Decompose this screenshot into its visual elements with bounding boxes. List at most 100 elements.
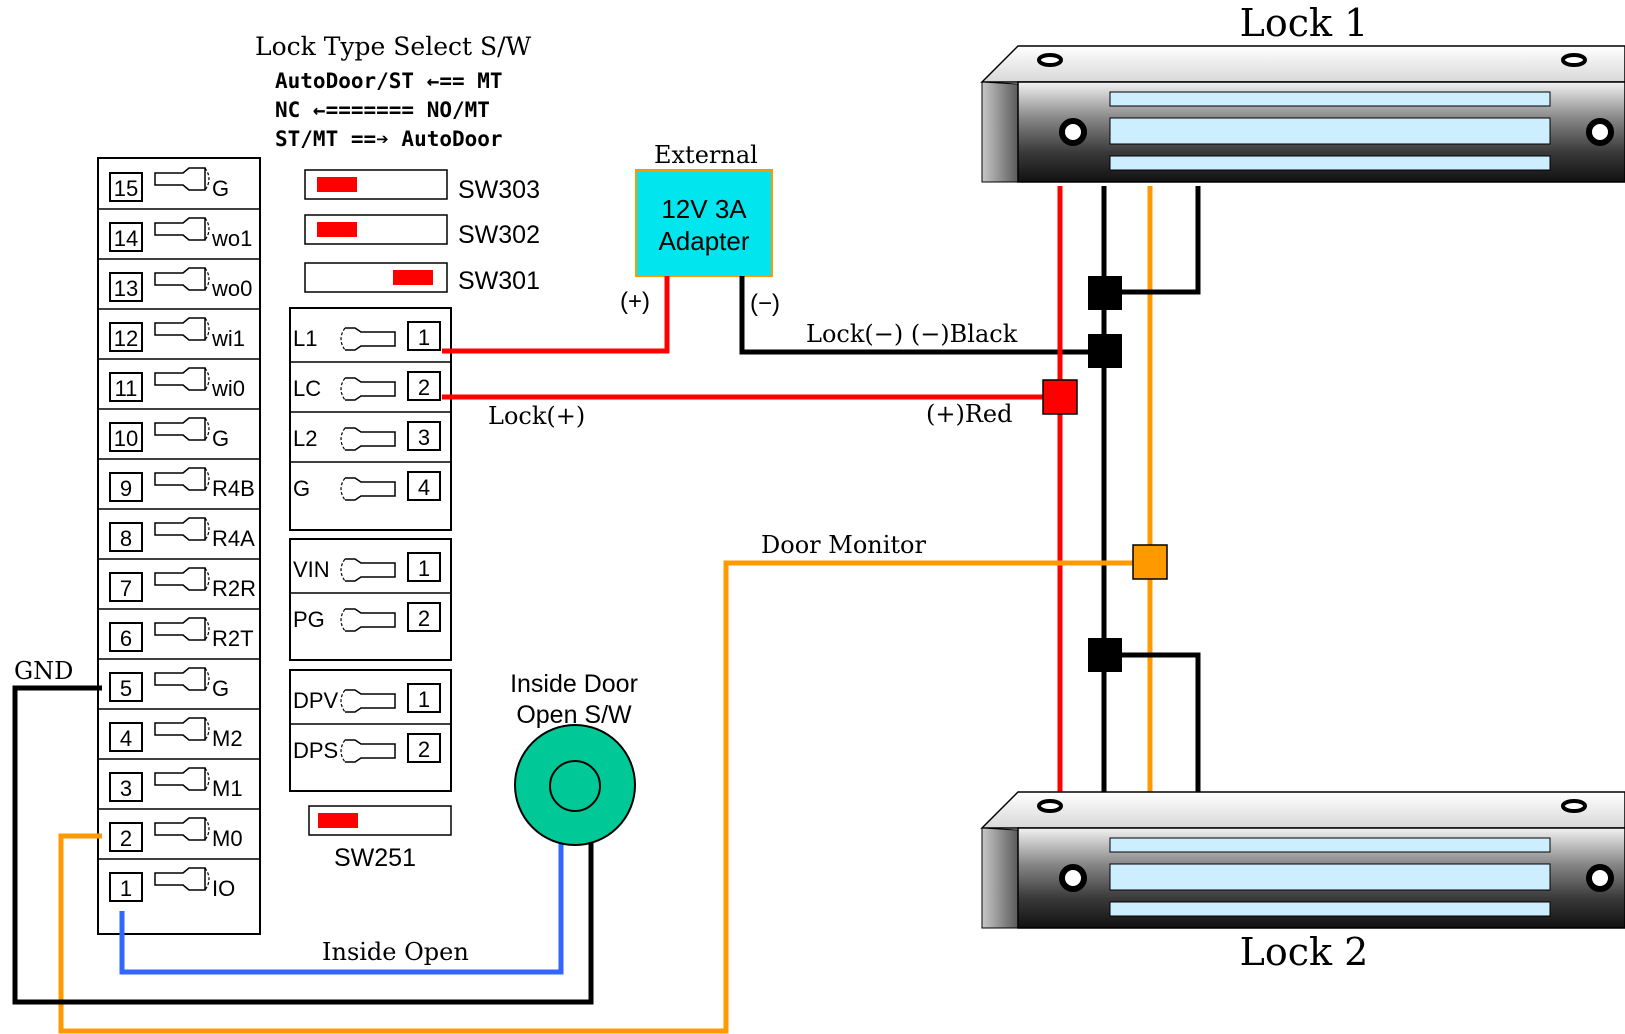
lock-glass-strip xyxy=(1109,91,1551,107)
terminal-label: L1 xyxy=(293,326,317,351)
left-terminal-socket[interactable] xyxy=(154,167,210,191)
terminal-number-box xyxy=(407,683,441,713)
left-terminal-number: 11 xyxy=(115,376,138,401)
wire-black-return-lock1 xyxy=(1104,186,1201,295)
left-terminal-socket[interactable] xyxy=(154,267,210,291)
left-terminal-socket[interactable] xyxy=(154,617,210,641)
left-terminal-row: 7 R2R xyxy=(109,567,256,602)
terminal-number: 1 xyxy=(418,687,430,712)
terminal-label: DPS xyxy=(293,738,338,763)
inside-switch-button[interactable] xyxy=(549,760,601,812)
left-terminal-socket[interactable] xyxy=(154,467,210,491)
lock-top-face xyxy=(980,45,1625,83)
lock-type-select: Lock Type Select S/W AutoDoor/ST ←== MT … xyxy=(255,32,532,151)
sw302-body[interactable] xyxy=(304,214,448,245)
wire-adapter-minus xyxy=(739,276,1102,355)
terminal-socket[interactable] xyxy=(340,608,396,632)
terminal-number-box xyxy=(407,321,441,351)
left-terminal-label: R2T xyxy=(212,626,254,651)
lock-screw-top-left xyxy=(1037,53,1063,67)
terminal-number-box xyxy=(407,733,441,763)
left-terminal-label: R4B xyxy=(212,476,255,501)
lock-screw-front-right xyxy=(1586,118,1614,146)
terminal-socket[interactable] xyxy=(340,558,396,582)
left-terminal-socket[interactable] xyxy=(154,417,210,441)
left-terminal-number-box xyxy=(109,322,143,352)
sw251-knob xyxy=(318,813,358,828)
left-terminal-number: 6 xyxy=(120,626,132,651)
left-terminal-number-box xyxy=(109,472,143,502)
left-terminal-number-box xyxy=(109,272,143,302)
left-terminal-number-box xyxy=(109,522,143,552)
left-terminal-number: 2 xyxy=(120,826,132,851)
sw301-label: SW301 xyxy=(458,267,540,295)
lock-glass-strip xyxy=(1109,155,1551,171)
terminal-socket[interactable] xyxy=(340,477,396,501)
junction-black-1 xyxy=(1088,276,1122,310)
adapter-minus-label: (−) xyxy=(750,290,780,317)
left-terminal-number: 15 xyxy=(114,176,138,201)
left-terminal-label: wo0 xyxy=(211,276,252,301)
lock-type-line-1: AutoDoor/ST ←== MT xyxy=(275,69,503,93)
lock-screw-front-left xyxy=(1059,864,1087,892)
terminal-number-box xyxy=(407,552,441,582)
sw302-knob xyxy=(317,222,357,237)
left-terminal-socket[interactable] xyxy=(154,517,210,541)
left-terminal-label: G xyxy=(212,426,229,451)
terminal-number: 2 xyxy=(418,375,430,400)
inside-switch-body[interactable] xyxy=(514,724,636,846)
left-terminal-number: 8 xyxy=(120,526,132,551)
left-terminal-number-box xyxy=(109,772,143,802)
terminal-number: 4 xyxy=(418,475,430,500)
left-terminal-number: 7 xyxy=(120,576,132,601)
left-terminal-socket[interactable] xyxy=(154,817,210,841)
adapter-header: External xyxy=(654,141,758,169)
external-adapter: External 12V 3A Adapter (+) (−) xyxy=(620,141,780,317)
left-terminal-row: 1 IO xyxy=(109,867,235,902)
inside-switch-line-1: Inside Door xyxy=(510,670,638,698)
lock-side-face xyxy=(981,81,1019,183)
left-terminal-socket[interactable] xyxy=(154,367,210,391)
left-terminal-socket[interactable] xyxy=(154,567,210,591)
left-terminal-number: 1 xyxy=(120,876,132,901)
left-terminal-socket[interactable] xyxy=(154,767,210,791)
left-terminal-socket[interactable] xyxy=(154,317,210,341)
left-terminal-label: G xyxy=(212,176,229,201)
left-terminal-socket[interactable] xyxy=(154,217,210,241)
terminal-socket[interactable] xyxy=(340,689,396,713)
wire-door-monitor xyxy=(58,560,1150,1034)
left-terminal-socket[interactable] xyxy=(154,717,210,741)
terminal-socket[interactable] xyxy=(340,327,396,351)
left-terminal-socket[interactable] xyxy=(154,667,210,691)
lock-screw-top-left xyxy=(1037,799,1063,813)
left-terminal-number: 4 xyxy=(120,726,132,751)
terminal-label: G xyxy=(293,476,310,501)
terminal-socket[interactable] xyxy=(340,739,396,763)
label-inside-open: Inside Open xyxy=(322,938,469,966)
left-terminal-number-box xyxy=(109,372,143,402)
left-terminal-label: wo1 xyxy=(211,226,252,251)
junction-red xyxy=(1042,379,1078,415)
left-terminal-number: 13 xyxy=(114,276,138,301)
terminal-socket[interactable] xyxy=(340,427,396,451)
lock-screw-front-right xyxy=(1586,864,1614,892)
left-terminal-label: wi1 xyxy=(211,326,245,351)
label-door-monitor: Door Monitor xyxy=(761,531,926,559)
left-terminal-socket[interactable] xyxy=(154,867,210,891)
left-terminal-label: M0 xyxy=(212,826,243,851)
left-terminal-label: R2R xyxy=(212,576,256,601)
left-terminal-row: 13 wo0 xyxy=(109,267,252,302)
lock-2-title: Lock 2 xyxy=(1240,930,1369,974)
left-terminal-label: IO xyxy=(212,876,235,901)
lock-2 xyxy=(980,791,1625,929)
terminal-socket[interactable] xyxy=(340,377,396,401)
